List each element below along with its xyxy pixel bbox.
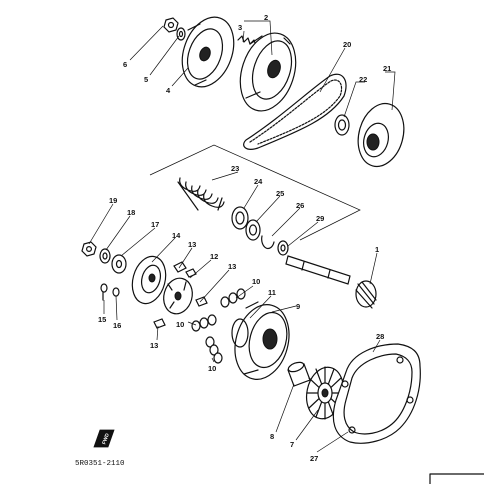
- crankcase-cover-part: [332, 343, 421, 444]
- clutch-housing-part: [181, 16, 235, 88]
- weight-rollers-middle-part: [191, 314, 217, 332]
- callout-13-upper: 13: [188, 240, 196, 249]
- callout-25: 25: [276, 189, 284, 198]
- callout-1: 1: [375, 245, 379, 254]
- lock-washer-part: [99, 248, 111, 264]
- callout-6: 6: [123, 60, 127, 69]
- callout-3: 3: [238, 23, 242, 32]
- weight-rollers-lower-part: [205, 336, 223, 364]
- leader-lines: [88, 20, 396, 453]
- callout-5: 5: [144, 75, 148, 84]
- callout-28: 28: [376, 332, 384, 341]
- callout-10-middle: 10: [176, 320, 184, 329]
- callout-2: 2: [264, 13, 268, 22]
- o-ring-part: [231, 318, 249, 348]
- sliding-sheave-part: [234, 301, 290, 380]
- forward-direction-badge: FWD: [93, 429, 115, 448]
- primary-shaft-part: [285, 255, 377, 309]
- callout-27: 27: [310, 454, 318, 463]
- callout-13-right: 13: [228, 262, 236, 271]
- callout-12: 12: [210, 252, 218, 261]
- callout-21: 21: [383, 64, 391, 73]
- callout-18: 18: [127, 208, 135, 217]
- callout-10-lower: 10: [208, 364, 216, 373]
- spacer-ring-part: [231, 206, 249, 230]
- callout-9: 9: [296, 302, 300, 311]
- cam-plate-part: [131, 255, 167, 305]
- callout-11: 11: [268, 288, 276, 297]
- weight-plate-part: [163, 277, 193, 315]
- callout-29: 29: [316, 214, 324, 223]
- callout-20: 20: [343, 40, 351, 49]
- callout-4: 4: [166, 86, 171, 95]
- washer-part: [176, 27, 186, 41]
- bolt-part: [100, 283, 108, 301]
- weight-rollers-upper-part: [220, 288, 246, 308]
- callout-8: 8: [270, 432, 274, 441]
- nut-part: [163, 17, 179, 33]
- callout-19: 19: [109, 196, 117, 205]
- slider-piece-lower-part: [153, 296, 208, 329]
- callout-7: 7: [290, 440, 294, 449]
- clutch-carrier-part: [239, 32, 297, 112]
- fwd-label: FWD: [101, 432, 111, 445]
- plain-washer-part: [112, 287, 120, 297]
- callout-14: 14: [172, 231, 181, 240]
- collar-washer-part: [277, 240, 289, 256]
- secondary-sheave-part: [357, 102, 405, 168]
- callout-labels: 1 2 3 4 5 6 7 8 9 10 10 10 11 12 13 13 1…: [98, 13, 391, 463]
- callout-22: 22: [359, 75, 367, 84]
- oil-seal-part: [334, 114, 350, 136]
- slider-piece-upper-part: [173, 261, 197, 278]
- callout-13-lower: 13: [150, 341, 158, 350]
- spring-seat-part: [245, 219, 261, 241]
- callout-17: 17: [151, 220, 159, 229]
- drawing-code: 5R0351-2110: [75, 460, 125, 468]
- callout-15: 15: [98, 315, 106, 324]
- callout-23: 23: [231, 164, 239, 173]
- compression-spring-part: [177, 177, 225, 211]
- callout-26: 26: [296, 201, 304, 210]
- collar-part: [287, 361, 311, 387]
- callout-10-upper: 10: [252, 277, 260, 286]
- small-nut-part: [81, 241, 97, 257]
- v-belt-part: [243, 73, 347, 150]
- callout-24: 24: [254, 177, 263, 186]
- circlip-part: [261, 235, 275, 250]
- flat-washer-part: [111, 254, 127, 274]
- callout-16: 16: [113, 321, 121, 330]
